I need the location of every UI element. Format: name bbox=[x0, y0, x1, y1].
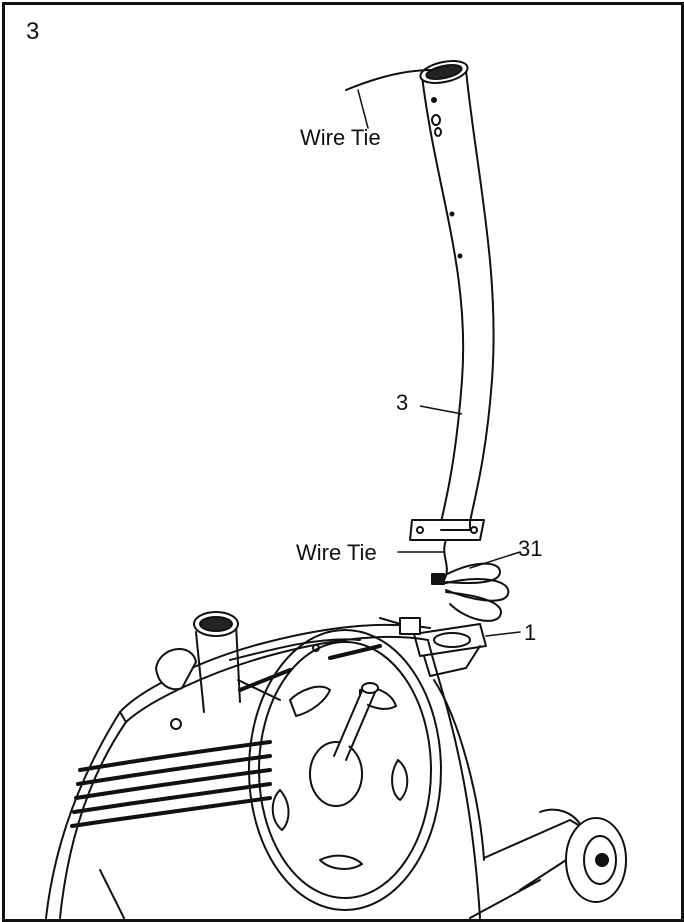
frame-mount bbox=[413, 623, 521, 677]
callout-wire-tie-mid: Wire Tie bbox=[296, 540, 377, 565]
callout-part-3: 3 bbox=[396, 390, 409, 415]
bike-shroud bbox=[45, 639, 485, 919]
wire-tie-mid bbox=[443, 539, 448, 581]
callout-wire-tie-top: Wire Tie bbox=[300, 125, 381, 150]
rear-stabilizer bbox=[469, 808, 627, 919]
callout-part-1: 1 bbox=[524, 620, 537, 645]
step-number: 3 bbox=[26, 18, 40, 45]
callout-part-31: 31 bbox=[518, 536, 543, 561]
flywheel-cover bbox=[248, 629, 442, 911]
wire-tie-top bbox=[345, 69, 433, 91]
cable-bundle bbox=[431, 551, 521, 622]
bike-frame bbox=[119, 611, 431, 730]
upright-tube bbox=[409, 60, 495, 541]
